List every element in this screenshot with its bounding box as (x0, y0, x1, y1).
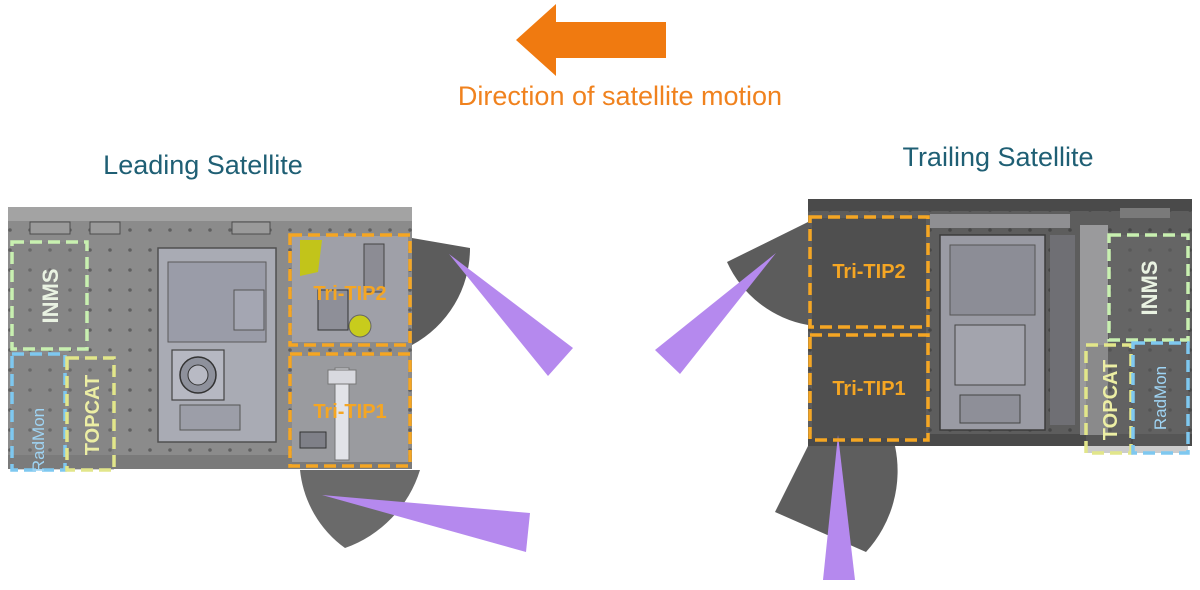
leading-tritip2-box (288, 233, 412, 347)
trailing-tritip1-box (808, 333, 930, 442)
leading-tritip1-box (288, 352, 412, 468)
leading-inms-label: INMS (38, 269, 63, 324)
trailing-tritip1-label: Tri-TIP1 (832, 378, 905, 400)
leading-yellow-sensor (348, 314, 372, 338)
trailing-radmon-label: RadMon (1151, 366, 1170, 430)
leading-satellite: INMS RadMon TOPCAT Tri-TIP2 Tri-TIP1 (8, 207, 573, 552)
trailing-topcat-box (1084, 343, 1133, 455)
trailing-fov-wedge-upper (727, 222, 808, 325)
motion-arrow (516, 4, 666, 76)
leading-beam-upper (449, 254, 573, 376)
leading-fov-wedge-upper (412, 238, 471, 345)
trailing-radmon-box (1131, 341, 1190, 455)
motion-label: Direction of satellite motion (458, 81, 782, 111)
trailing-inms-label: INMS (1137, 261, 1162, 316)
leading-radmon-label: RadMon (29, 408, 48, 472)
leading-tritip1-label: Tri-TIP1 (313, 401, 386, 423)
leading-satellite-title: Leading Satellite (103, 150, 303, 180)
trailing-beam-lower (823, 435, 855, 580)
leading-tritip1-boom (334, 367, 350, 461)
trailing-satellite-title: Trailing Satellite (902, 142, 1093, 172)
leading-beam-lower (322, 495, 530, 552)
leading-topcat-label: TOPCAT (82, 375, 104, 455)
leading-topcat-box (65, 356, 116, 472)
trailing-topcat-label: TOPCAT (1100, 360, 1122, 440)
leading-fov-wedge-lower (300, 470, 420, 548)
trailing-satellite: Tri-TIP2 Tri-TIP1 INMS TOPCAT RadMon (655, 199, 1192, 580)
trailing-tritip2-box (808, 215, 930, 329)
leading-inms-box (10, 240, 89, 351)
trailing-inms-box (1107, 233, 1190, 342)
leading-tritip2-label: Tri-TIP2 (313, 283, 386, 305)
trailing-tritip2-label: Tri-TIP2 (832, 261, 905, 283)
leading-radmon-box (10, 352, 67, 472)
trailing-beam-upper (655, 253, 776, 374)
